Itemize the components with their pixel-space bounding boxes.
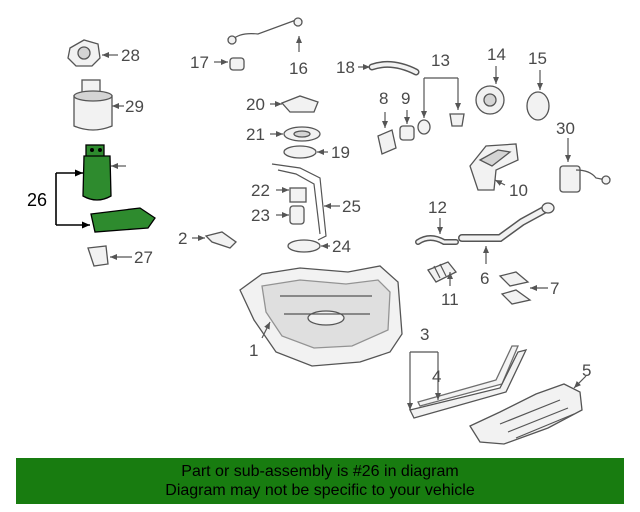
part-28-pressure-regulator[interactable]: 28 xyxy=(67,39,140,67)
callout-26-bracket: 26 xyxy=(27,169,90,229)
part-10-canister[interactable]: 10 xyxy=(469,143,528,200)
callout-9: 9 xyxy=(401,89,410,108)
part-15-gasket[interactable]: 15 xyxy=(526,49,550,121)
callout-3: 3 xyxy=(420,325,429,344)
part-3-tank-strap[interactable]: 3 xyxy=(407,325,528,419)
callout-26: 26 xyxy=(27,190,47,210)
callout-27: 27 xyxy=(134,248,153,267)
part-29-fuel-filter[interactable]: 29 xyxy=(73,79,144,131)
part-22-sender-body[interactable]: 22 xyxy=(251,181,307,203)
part-16-vent-tube[interactable]: 16 xyxy=(227,17,308,78)
part-9-grommet[interactable]: 9 xyxy=(399,89,415,141)
part-30-vacuum-valve[interactable]: 30 xyxy=(556,119,611,193)
callout-5: 5 xyxy=(582,361,591,380)
callout-6: 6 xyxy=(480,269,489,288)
fuel-system-diagram: 28 29 26 27 16 17 xyxy=(27,17,611,445)
callout-7: 7 xyxy=(550,279,559,298)
callout-10: 10 xyxy=(509,181,528,200)
callout-23: 23 xyxy=(251,206,270,225)
part-18-hose[interactable]: 18 xyxy=(336,58,420,77)
part-21-retainer-ring[interactable]: 21 xyxy=(246,125,321,144)
callout-15: 15 xyxy=(528,49,547,68)
part-19-gasket[interactable]: 19 xyxy=(283,143,350,162)
callout-16: 16 xyxy=(289,59,308,78)
part-26-fuel-pump[interactable] xyxy=(82,144,126,201)
callout-17: 17 xyxy=(190,53,209,72)
callout-2: 2 xyxy=(178,229,187,248)
part-1-fuel-tank[interactable]: 1 xyxy=(239,265,403,367)
part-12-hose[interactable]: 12 xyxy=(415,198,459,245)
part-20-gauge-plate[interactable]: 20 xyxy=(246,95,319,114)
callout-11: 11 xyxy=(441,290,459,309)
callout-20: 20 xyxy=(246,95,265,114)
part-24-o-ring[interactable]: 24 xyxy=(287,237,351,256)
part-5-tank-protector[interactable]: 5 xyxy=(469,361,591,445)
part-14-filler-housing[interactable]: 14 xyxy=(475,45,506,115)
callout-19: 19 xyxy=(331,143,350,162)
part-17-grommet[interactable]: 17 xyxy=(190,53,245,72)
callout-21: 21 xyxy=(246,125,265,144)
banner-line-1: Part or sub-assembly is #26 in diagram xyxy=(181,463,459,480)
callout-24: 24 xyxy=(332,237,351,256)
banner-line-2: Diagram may not be specific to your vehi… xyxy=(165,482,475,499)
callout-18: 18 xyxy=(336,58,355,77)
callout-30: 30 xyxy=(556,119,575,138)
part-23-float[interactable]: 23 xyxy=(251,205,305,225)
part-27-clip[interactable]: 27 xyxy=(87,245,153,267)
callout-14: 14 xyxy=(487,45,506,64)
part-7-brackets[interactable]: 7 xyxy=(498,271,559,305)
callout-25: 25 xyxy=(342,197,361,216)
callout-12: 12 xyxy=(428,198,447,217)
callout-8: 8 xyxy=(379,89,388,108)
callout-1: 1 xyxy=(249,341,258,360)
part-25-sender-arm[interactable]: 25 xyxy=(271,163,361,241)
notice-banner: Part or sub-assembly is #26 in diagram D… xyxy=(16,458,624,504)
part-8-insulator[interactable]: 8 xyxy=(377,89,397,155)
part-2-bracket[interactable]: 2 xyxy=(178,229,238,249)
callout-28: 28 xyxy=(121,46,140,65)
callout-22: 22 xyxy=(251,181,270,200)
part-13-cap-and-gasket[interactable]: 13 xyxy=(417,51,465,135)
callout-29: 29 xyxy=(125,97,144,116)
callout-13: 13 xyxy=(431,51,450,70)
callout-4: 4 xyxy=(432,367,441,386)
part-26-fuel-strainer[interactable] xyxy=(90,207,156,233)
part-6-filler-pipe[interactable]: 6 xyxy=(458,202,555,288)
part-4-tank-strap[interactable]: 4 xyxy=(417,345,519,407)
part-11-boot[interactable]: 11 xyxy=(427,261,459,309)
